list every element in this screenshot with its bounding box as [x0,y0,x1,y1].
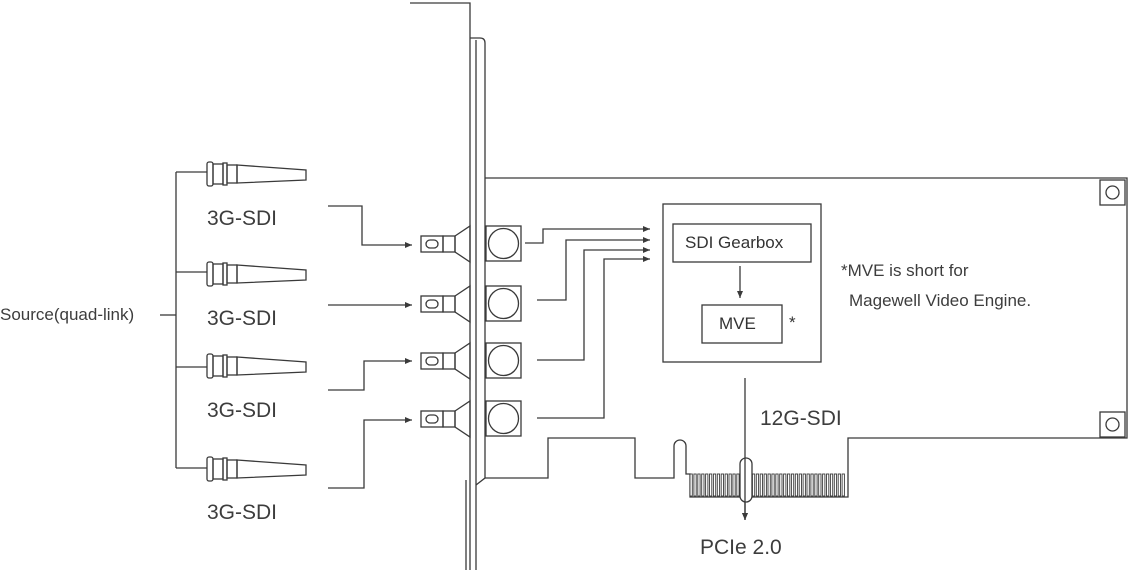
pcie-contact [697,473,701,497]
pcie-contact [775,473,779,497]
gearbox-label: SDI Gearbox [685,233,784,252]
output-label: 12G-SDI [760,407,842,430]
sdi-input-label: 3G-SDI [207,501,278,524]
pcie-contact [810,473,814,497]
source-bracket [160,171,207,469]
bnc-port-icon [420,399,522,439]
mve-label: MVE [719,314,756,333]
sdi-input-label: 3G-SDI [207,399,278,422]
pcie-contact [798,473,802,497]
source-label: Source(quad-link) [0,305,135,324]
pcie-contact [728,473,732,497]
pcie-contact [833,473,838,497]
pcie-contact [701,473,705,497]
pcie-contact [794,473,799,497]
pcie-contact [724,473,728,497]
pcie-contact [779,473,783,497]
sdi-input-label: 3G-SDI [207,207,278,230]
pcie-contact [806,473,810,497]
pcie-contact [763,473,767,497]
input-cable-lines [328,205,412,489]
bnc-cable-icon [206,353,307,379]
pcie-contact [705,473,709,497]
pcie-contact [790,473,795,497]
pcb-board [485,177,1128,498]
mve-asterisk: * [789,313,796,332]
bnc-port-icon [420,224,522,264]
pcie-contact [802,473,806,497]
pcie-contact [771,473,775,497]
pcie-contact [693,473,697,497]
pcie-contact [732,473,736,497]
pcie-contact [759,473,763,497]
pcie-contact [829,473,834,497]
mounting-bracket [410,2,486,570]
pcie-contact [822,473,826,497]
sdi-input-label: 3G-SDI [207,307,278,330]
pcie-contact [709,473,713,497]
pcie-contact [818,473,822,497]
pcie-contact [689,473,693,497]
bus-label: PCIe 2.0 [700,536,782,559]
pcie-contact [736,473,740,497]
pcie-contact [837,473,841,497]
pcie-contact [712,473,717,497]
bnc-cable-icon [206,456,307,482]
bnc-port-icon [420,341,522,381]
pcie-contact [720,473,724,497]
pcie-contact [826,473,830,497]
bnc-cable-icon [206,261,307,287]
pcie-contact [767,473,771,497]
pcie-contact [814,473,818,497]
pcie-contact [755,473,760,497]
pcie-contact [716,473,721,497]
pcie-key-notch [739,457,753,503]
bnc-cable-icon [206,161,307,187]
pcie-contact [751,473,756,497]
pcie-contact [841,473,845,497]
note-line-1: *MVE is short for [841,261,969,280]
pcie-contact [783,473,787,497]
internal-signal-lines [525,226,650,419]
pcie-contact [787,473,791,497]
note-line-2: Magewell Video Engine. [849,291,1032,310]
pcie-contacts [689,473,845,497]
processing-block [662,203,822,363]
bnc-port-icon [420,284,522,324]
